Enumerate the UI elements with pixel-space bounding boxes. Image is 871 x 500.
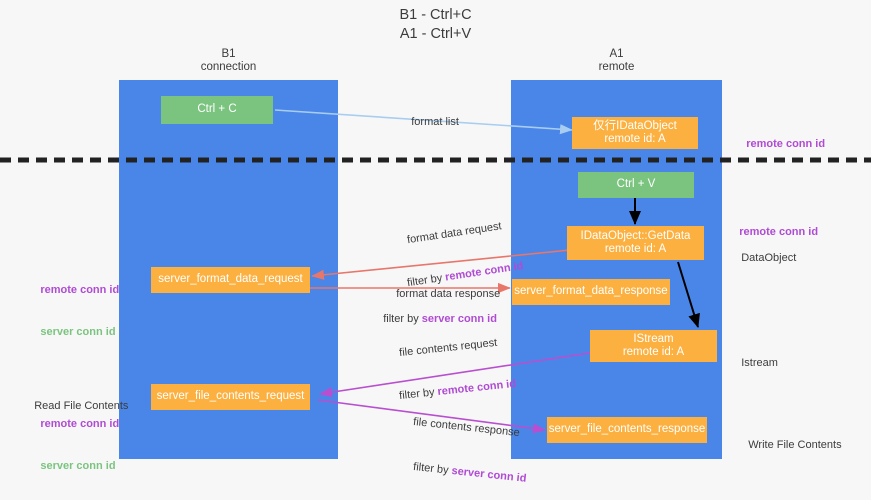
page-title: B1 - Ctrl+C A1 - Ctrl+V — [0, 6, 871, 44]
box-getdata-line1: IDataObject::GetData — [580, 229, 691, 242]
column-header-a1: A1 remote — [511, 48, 722, 74]
column-header-b1-name: B1 — [221, 48, 236, 60]
box-server-format-data-request-label: server_format_data_request — [158, 273, 303, 286]
side-label-dataobject: DataObject — [741, 252, 797, 264]
box-ctrl-c-label: Ctrl + C — [197, 103, 237, 116]
label-format-list: format list — [411, 116, 459, 128]
side-label-remote-conn-id-mid: remote conn id — [739, 226, 819, 238]
box-istream[interactable]: IStream remote id: A — [590, 330, 717, 362]
box-idataobject-getdata[interactable]: IDataObject::GetData remote id: A — [567, 226, 704, 260]
side-label-server-conn-id-left-mid: server conn id — [40, 326, 116, 338]
box-istream-line1: IStream — [633, 332, 674, 345]
box-ctrl-v[interactable]: Ctrl + V — [578, 172, 694, 198]
box-server-format-data-response-label: server_format_data_response — [514, 285, 668, 298]
box-idataobject-top-line2: remote id: A — [604, 133, 666, 145]
box-idataobject-top-line1: 仅行IDataObject — [593, 119, 677, 132]
diagram-canvas: B1 - Ctrl+C A1 - Ctrl+V B1 connection A1… — [0, 6, 871, 485]
side-label-read-file-contents: Read File Contents — [34, 400, 129, 412]
column-header-a1-role: remote — [598, 61, 635, 73]
label-file-contents-response-group: file contents response filter by server … — [395, 399, 527, 486]
side-label-conn-ids-mid: remote conn id server conn id — [22, 269, 119, 353]
side-label-server-conn-id-left-bottom: server conn id — [40, 460, 116, 472]
side-label-write-file-contents: Write File Contents — [748, 439, 842, 451]
side-label-remote-conn-id-left-bottom: remote conn id — [40, 418, 120, 430]
box-server-format-data-response[interactable]: server_format_data_response — [512, 279, 670, 305]
side-label-remote-conn-id-top: remote conn id — [746, 138, 826, 150]
box-server-file-contents-response[interactable]: server_file_contents_response — [547, 417, 707, 443]
box-idataobject-top[interactable]: 仅行IDataObject remote id: A — [572, 117, 698, 149]
box-server-file-contents-request-label: server_file_contents_request — [156, 390, 305, 403]
box-ctrl-c[interactable]: Ctrl + C — [161, 96, 273, 124]
side-label-conn-ids-bottom: remote conn id server conn id — [22, 403, 119, 487]
box-server-format-data-request[interactable]: server_format_data_request — [151, 267, 310, 293]
label-format-data-response-filter: filter by server conn id — [383, 313, 497, 325]
box-ctrl-v-label: Ctrl + V — [616, 178, 656, 191]
box-server-file-contents-request[interactable]: server_file_contents_request — [151, 384, 310, 410]
box-server-file-contents-response-label: server_file_contents_response — [548, 423, 706, 436]
column-header-b1-role: connection — [200, 61, 257, 73]
box-getdata-line2: remote id: A — [604, 243, 667, 255]
title-line-1: B1 - Ctrl+C — [399, 7, 472, 23]
side-label-istream: Istream — [741, 357, 778, 369]
box-istream-line2: remote id: A — [622, 346, 685, 358]
column-header-b1: B1 connection — [119, 48, 338, 74]
side-label-remote-conn-id-left-mid: remote conn id — [40, 284, 120, 296]
column-header-a1-name: A1 — [609, 48, 624, 60]
label-format-data-response: format data response — [396, 288, 501, 300]
title-line-2: A1 - Ctrl+V — [399, 26, 472, 42]
